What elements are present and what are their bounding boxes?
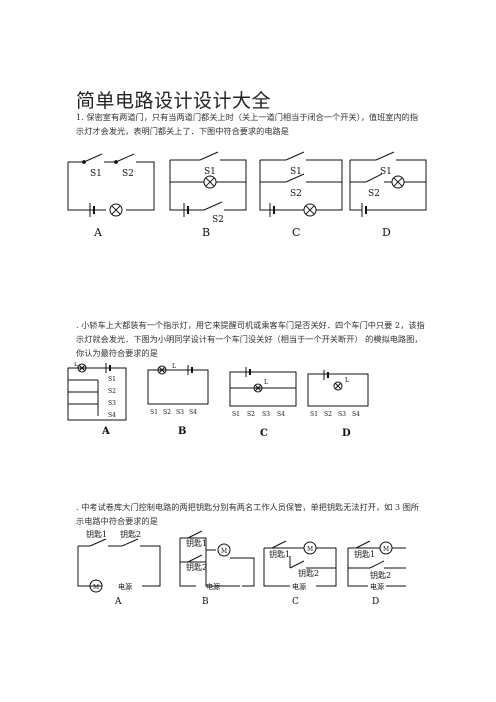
q2-c-s2-label: S2: [247, 411, 255, 418]
q1-d-s2-label: S2: [368, 189, 380, 199]
q3-circuit-d: [347, 540, 406, 587]
q2-b-s4-label: S4: [189, 409, 197, 416]
page-title: 简单电路设计设计大全: [76, 90, 272, 112]
q3-c-power-label: 电源: [292, 582, 306, 591]
q2-d-s3-label: S3: [338, 411, 346, 418]
q3-circuit-a: [77, 538, 161, 593]
q1-circuit-b: [169, 151, 247, 217]
q3-b-power-label: 电源: [206, 582, 220, 591]
q3-c-key1-label: 钥匙1: [269, 549, 290, 559]
q3-option-d: D: [372, 597, 379, 607]
q2-c-lamp-label: L: [264, 379, 268, 386]
q2-option-d: D: [342, 428, 351, 439]
q3-option-b: B: [202, 597, 209, 607]
q3-option-a: A: [114, 597, 122, 607]
q1-c-s2-label: S2: [290, 189, 302, 199]
question-3-text: . 中考试卷库大门控制电路的两把钥匙分别有两名工作人员保管，单把钥匙无法打开，如…: [76, 502, 420, 526]
q3-d-motor-label: M: [383, 546, 389, 553]
q3-b-key1-label: 钥匙1: [186, 538, 207, 548]
q2-option-a: A: [101, 426, 110, 437]
q3-a-key2-label: 钥匙2: [120, 529, 141, 539]
q2-b-s2-label: S2: [163, 409, 171, 416]
q2-c-s4-label: S4: [277, 411, 285, 418]
q1-option-a: A: [93, 226, 103, 239]
q1-option-d: D: [382, 226, 391, 239]
q3-a-motor-label: M: [93, 584, 99, 591]
q2-a-s1-label: S1: [108, 376, 116, 383]
q2-circuit-c: [229, 367, 297, 407]
q1-b-s2-label: S2: [212, 215, 224, 225]
q2-a-s4-label: S4: [108, 412, 116, 419]
question-2-figure: L S1 S2 S3 S4 L S1 S2 S3 S4 L S1 S2 S3 S…: [67, 362, 369, 439]
q2-a-lamp-label: L: [74, 362, 78, 368]
q3-b-key2-label: 钥匙2: [186, 562, 207, 572]
q2-circuit-d: [307, 370, 369, 407]
q3-circuit-c: [263, 540, 337, 587]
q2-option-c: C: [260, 428, 268, 439]
q1-c-s1-label: S1: [290, 167, 302, 177]
q2-b-s3-label: S3: [176, 409, 184, 416]
q3-b-motor-label: M: [221, 548, 227, 555]
q1-a-s2-label: S2: [122, 169, 134, 179]
q2-d-lamp-label: L: [345, 377, 349, 384]
q3-option-c: C: [292, 597, 299, 607]
q2-c-s1-label: S1: [232, 411, 240, 418]
q2-d-s2-label: S2: [324, 411, 332, 418]
q2-option-b: B: [178, 426, 186, 437]
q3-c-motor-label: M: [307, 546, 313, 553]
q3-a-power-label: 电源: [118, 582, 132, 591]
q3-a-key1-label: 钥匙1: [86, 529, 107, 539]
q1-a-s1-label: S1: [90, 169, 102, 179]
q1-d-s1-label: S1: [380, 167, 392, 177]
q2-c-s3-label: S3: [262, 411, 270, 418]
q3-c-key2-label: 钥匙2: [298, 568, 319, 578]
q2-a-s3-label: S3: [108, 400, 116, 407]
q1-circuit-d: [349, 151, 427, 217]
q1-circuit-a: [67, 153, 155, 217]
q2-d-s1-label: S1: [310, 411, 318, 418]
q1-option-c: C: [292, 226, 300, 239]
q2-b-lamp-label: L: [172, 363, 176, 370]
question-3-figure: M M M M 钥匙1 钥匙2 电源 钥匙1 钥匙2 电源 钥匙1 钥匙2 电源…: [77, 529, 406, 607]
q2-b-s1-label: S1: [150, 409, 158, 416]
question-1-text: 1. 保密室有两道门，只有当两道门都关上时（关上一道门相当于闭合一个开关），值班…: [76, 112, 419, 136]
q2-d-s4-label: S4: [352, 411, 360, 418]
question-2-text: . 小轿车上大都装有一个指示灯，用它来提醒司机或乘客车门是否关好．四个车门中只要…: [76, 320, 425, 358]
q2-a-s2-label: S2: [108, 388, 116, 395]
q1-circuit-c: [259, 151, 343, 217]
q1-b-s1-label: S1: [204, 167, 216, 177]
q3-d-key2-label: 钥匙2: [370, 570, 391, 580]
q2-circuit-b: [147, 365, 209, 405]
question-1-figure: S1 S2 S1 S2 S1 S2 S1 S2 A B C D: [67, 151, 427, 239]
q3-d-power-label: 电源: [370, 582, 384, 591]
q2-circuit-a: [67, 363, 127, 421]
q1-option-b: B: [202, 226, 210, 239]
q3-d-key1-label: 钥匙1: [354, 549, 375, 559]
q3-circuit-b: [179, 530, 255, 587]
